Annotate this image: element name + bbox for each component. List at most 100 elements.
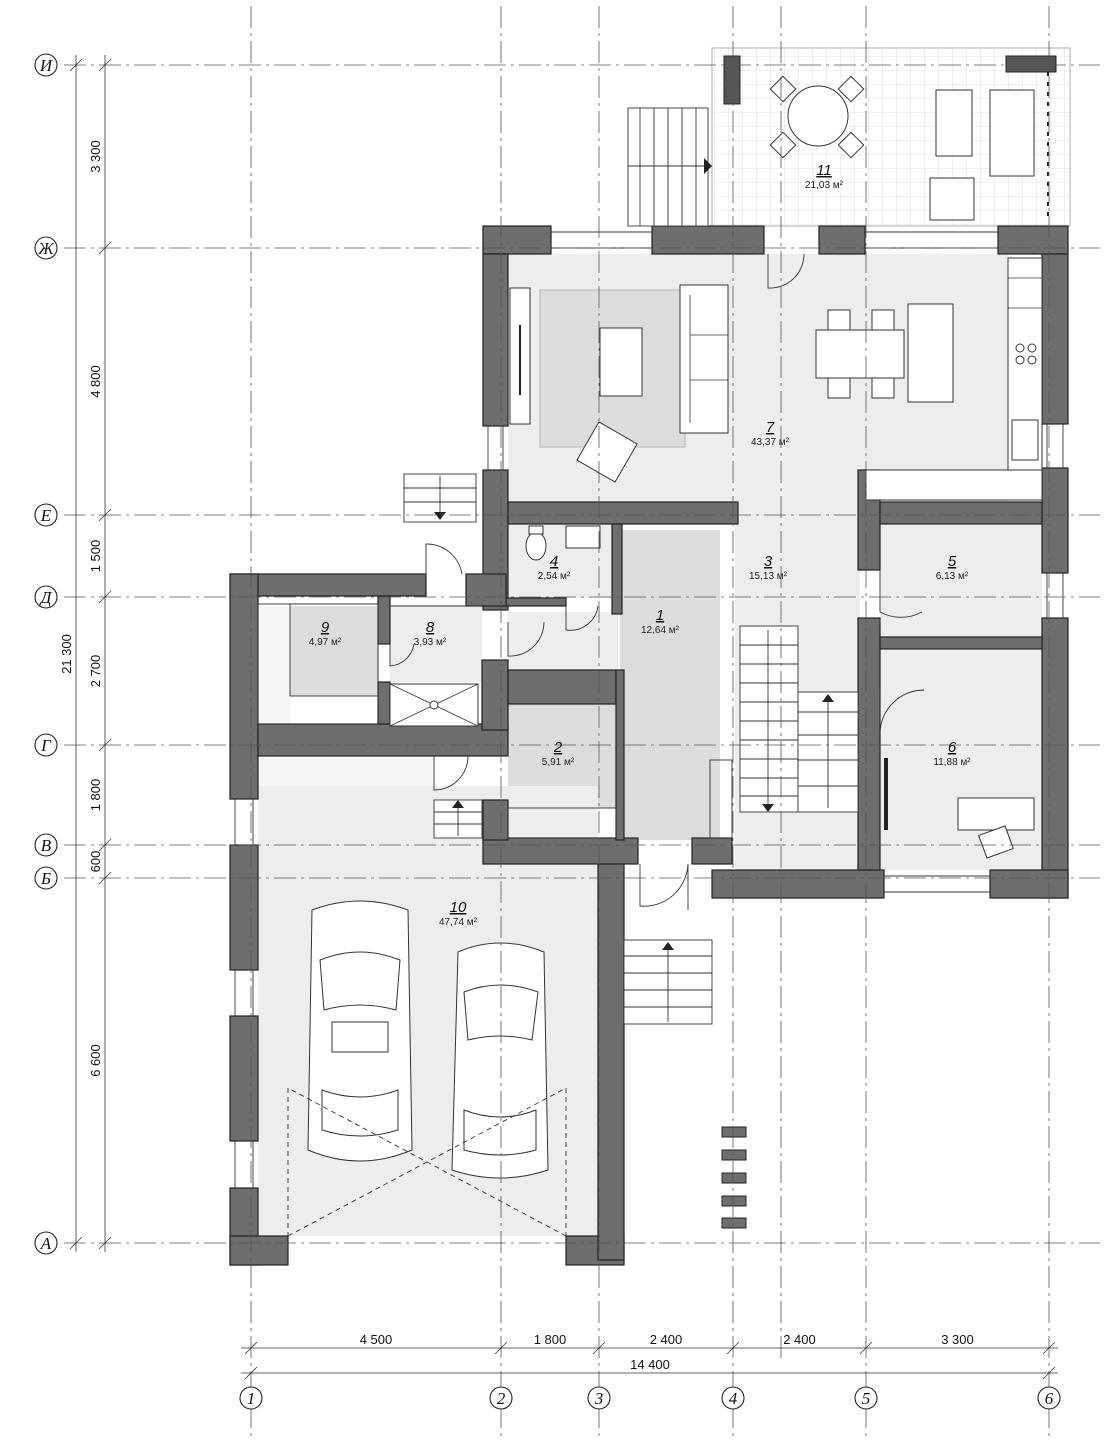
dim-tick: [1042, 1366, 1056, 1380]
dim-tick: [494, 1341, 508, 1355]
room-area: 15,13 м²: [749, 571, 788, 582]
stairs-main: [739, 625, 859, 813]
axis-bubble: [721, 1386, 745, 1410]
axis-label-h: А: [40, 1234, 52, 1253]
axis-bubble: [34, 833, 58, 857]
axis-label-h: Д: [39, 588, 53, 607]
dim-label-bottom: 2 400: [783, 1332, 816, 1347]
room-area: 11,88 м²: [933, 757, 971, 768]
dimension-lines: 3 300 4 800 1 500 2 700 1 800 600 6 600 21 300 4…: [59, 55, 1058, 1380]
dim-tick: [69, 1236, 83, 1250]
car-left-icon: [307, 900, 413, 1162]
inner-lines: [257, 603, 733, 839]
room-number: 5: [948, 553, 957, 570]
axis-label-v: 1: [247, 1389, 256, 1408]
living-furniture: [509, 284, 729, 483]
dim-tick: [98, 871, 112, 885]
axis-bubble: [587, 1386, 611, 1410]
axis-bubble: [34, 53, 58, 77]
bedroom-furniture: [884, 758, 1035, 859]
room-area: 6,13 м²: [936, 571, 969, 582]
room-number: 11: [816, 162, 832, 179]
dim-tick: [244, 1366, 258, 1380]
axis-label-h: Г: [40, 736, 52, 755]
room-area: 5,91 м²: [542, 757, 575, 768]
dim-tick: [98, 1236, 112, 1250]
room-area: 2,54 м²: [538, 571, 571, 582]
axis-bubble: [34, 733, 58, 757]
stairs-entry: [623, 939, 713, 1025]
dim-label-left: 3 300: [88, 140, 103, 173]
axis-bubble: [34, 503, 58, 527]
room-number: 3: [764, 553, 773, 570]
dim-tick: [98, 590, 112, 604]
bath-fixtures: [389, 525, 601, 727]
car-right-icon: [451, 942, 549, 1179]
room-area: 3,93 м²: [414, 637, 447, 648]
room-area: 21,03 м²: [805, 180, 844, 191]
axis-bubble: [1037, 1386, 1061, 1410]
room-labels: 112,64 м² 25,91 м² 315,13 м² 42,54 м² 56,13 …: [309, 162, 972, 928]
axis-label-h: Б: [40, 869, 51, 888]
axis-label-v: 6: [1045, 1389, 1054, 1408]
dim-tick: [69, 58, 83, 72]
dim-label-bottom: 3 300: [941, 1332, 974, 1347]
garage-door-swing: [287, 1087, 567, 1237]
axis-label-v: 2: [497, 1389, 506, 1408]
dim-label-left: 4 800: [88, 365, 103, 398]
stairs-terrace: [627, 107, 709, 227]
axis-bubble: [34, 585, 58, 609]
dim-tick: [98, 738, 112, 752]
room-number: 2: [553, 739, 563, 756]
room-number: 9: [321, 619, 330, 636]
room-number: 7: [766, 419, 775, 436]
stepping-stones: [721, 1126, 747, 1229]
room-area: 43,37 м²: [751, 437, 790, 448]
axis-label-v: 3: [594, 1389, 604, 1408]
dim-tick: [98, 241, 112, 255]
axis-bubble: [239, 1386, 263, 1410]
room-area: 4,97 м²: [309, 637, 342, 648]
dim-label-left: 1 800: [88, 779, 103, 812]
dim-tick: [859, 1341, 873, 1355]
axis-bubbles: И Ж Е Д Г ВБ А 1 2 3 4 5 6: [34, 53, 1061, 1410]
axis-label-h: Е: [40, 506, 52, 525]
room-number: 6: [948, 739, 957, 756]
axis-lines: [64, 6, 1100, 1436]
dim-label-bottom: 4 500: [360, 1332, 393, 1347]
terrace-furniture: [723, 55, 1057, 221]
axis-label-h: И: [39, 56, 54, 75]
dim-tick: [98, 508, 112, 522]
dim-tick: [98, 58, 112, 72]
axis-label-v: 4: [729, 1389, 738, 1408]
axis-bubble: [34, 866, 58, 890]
dim-label-left: 600: [88, 851, 103, 873]
room-number: 8: [426, 619, 435, 636]
dim-label-left: 2 700: [88, 655, 103, 688]
room-area: 47,74 м²: [439, 917, 478, 928]
room-area: 12,64 м²: [641, 625, 680, 636]
dim-label-bottom: 2 400: [650, 1332, 683, 1347]
dim-tick: [244, 1341, 258, 1355]
dim-tick: [592, 1341, 606, 1355]
axis-bubble: [34, 1231, 58, 1255]
dim-tick: [726, 1341, 740, 1355]
dim-tick: [98, 838, 112, 852]
dim-total-left: 21 300: [59, 634, 74, 674]
axis-label-v: 5: [862, 1389, 871, 1408]
dim-label-left: 6 600: [88, 1044, 103, 1077]
dim-total-bottom: 14 400: [630, 1357, 670, 1372]
axis-bubble: [854, 1386, 878, 1410]
room-number: 10: [450, 899, 467, 916]
room-number: 4: [550, 553, 558, 570]
axis-bubble: [34, 236, 58, 260]
axis-label-h: Ж: [37, 239, 55, 258]
room-number: 1: [656, 607, 664, 624]
axis-label-h: В: [41, 836, 52, 855]
dining-furniture: [815, 257, 1043, 501]
dim-label-left: 1 500: [88, 540, 103, 573]
dim-tick: [1042, 1341, 1056, 1355]
doors: [389, 253, 925, 910]
dim-label-bottom: 1 800: [534, 1332, 567, 1347]
